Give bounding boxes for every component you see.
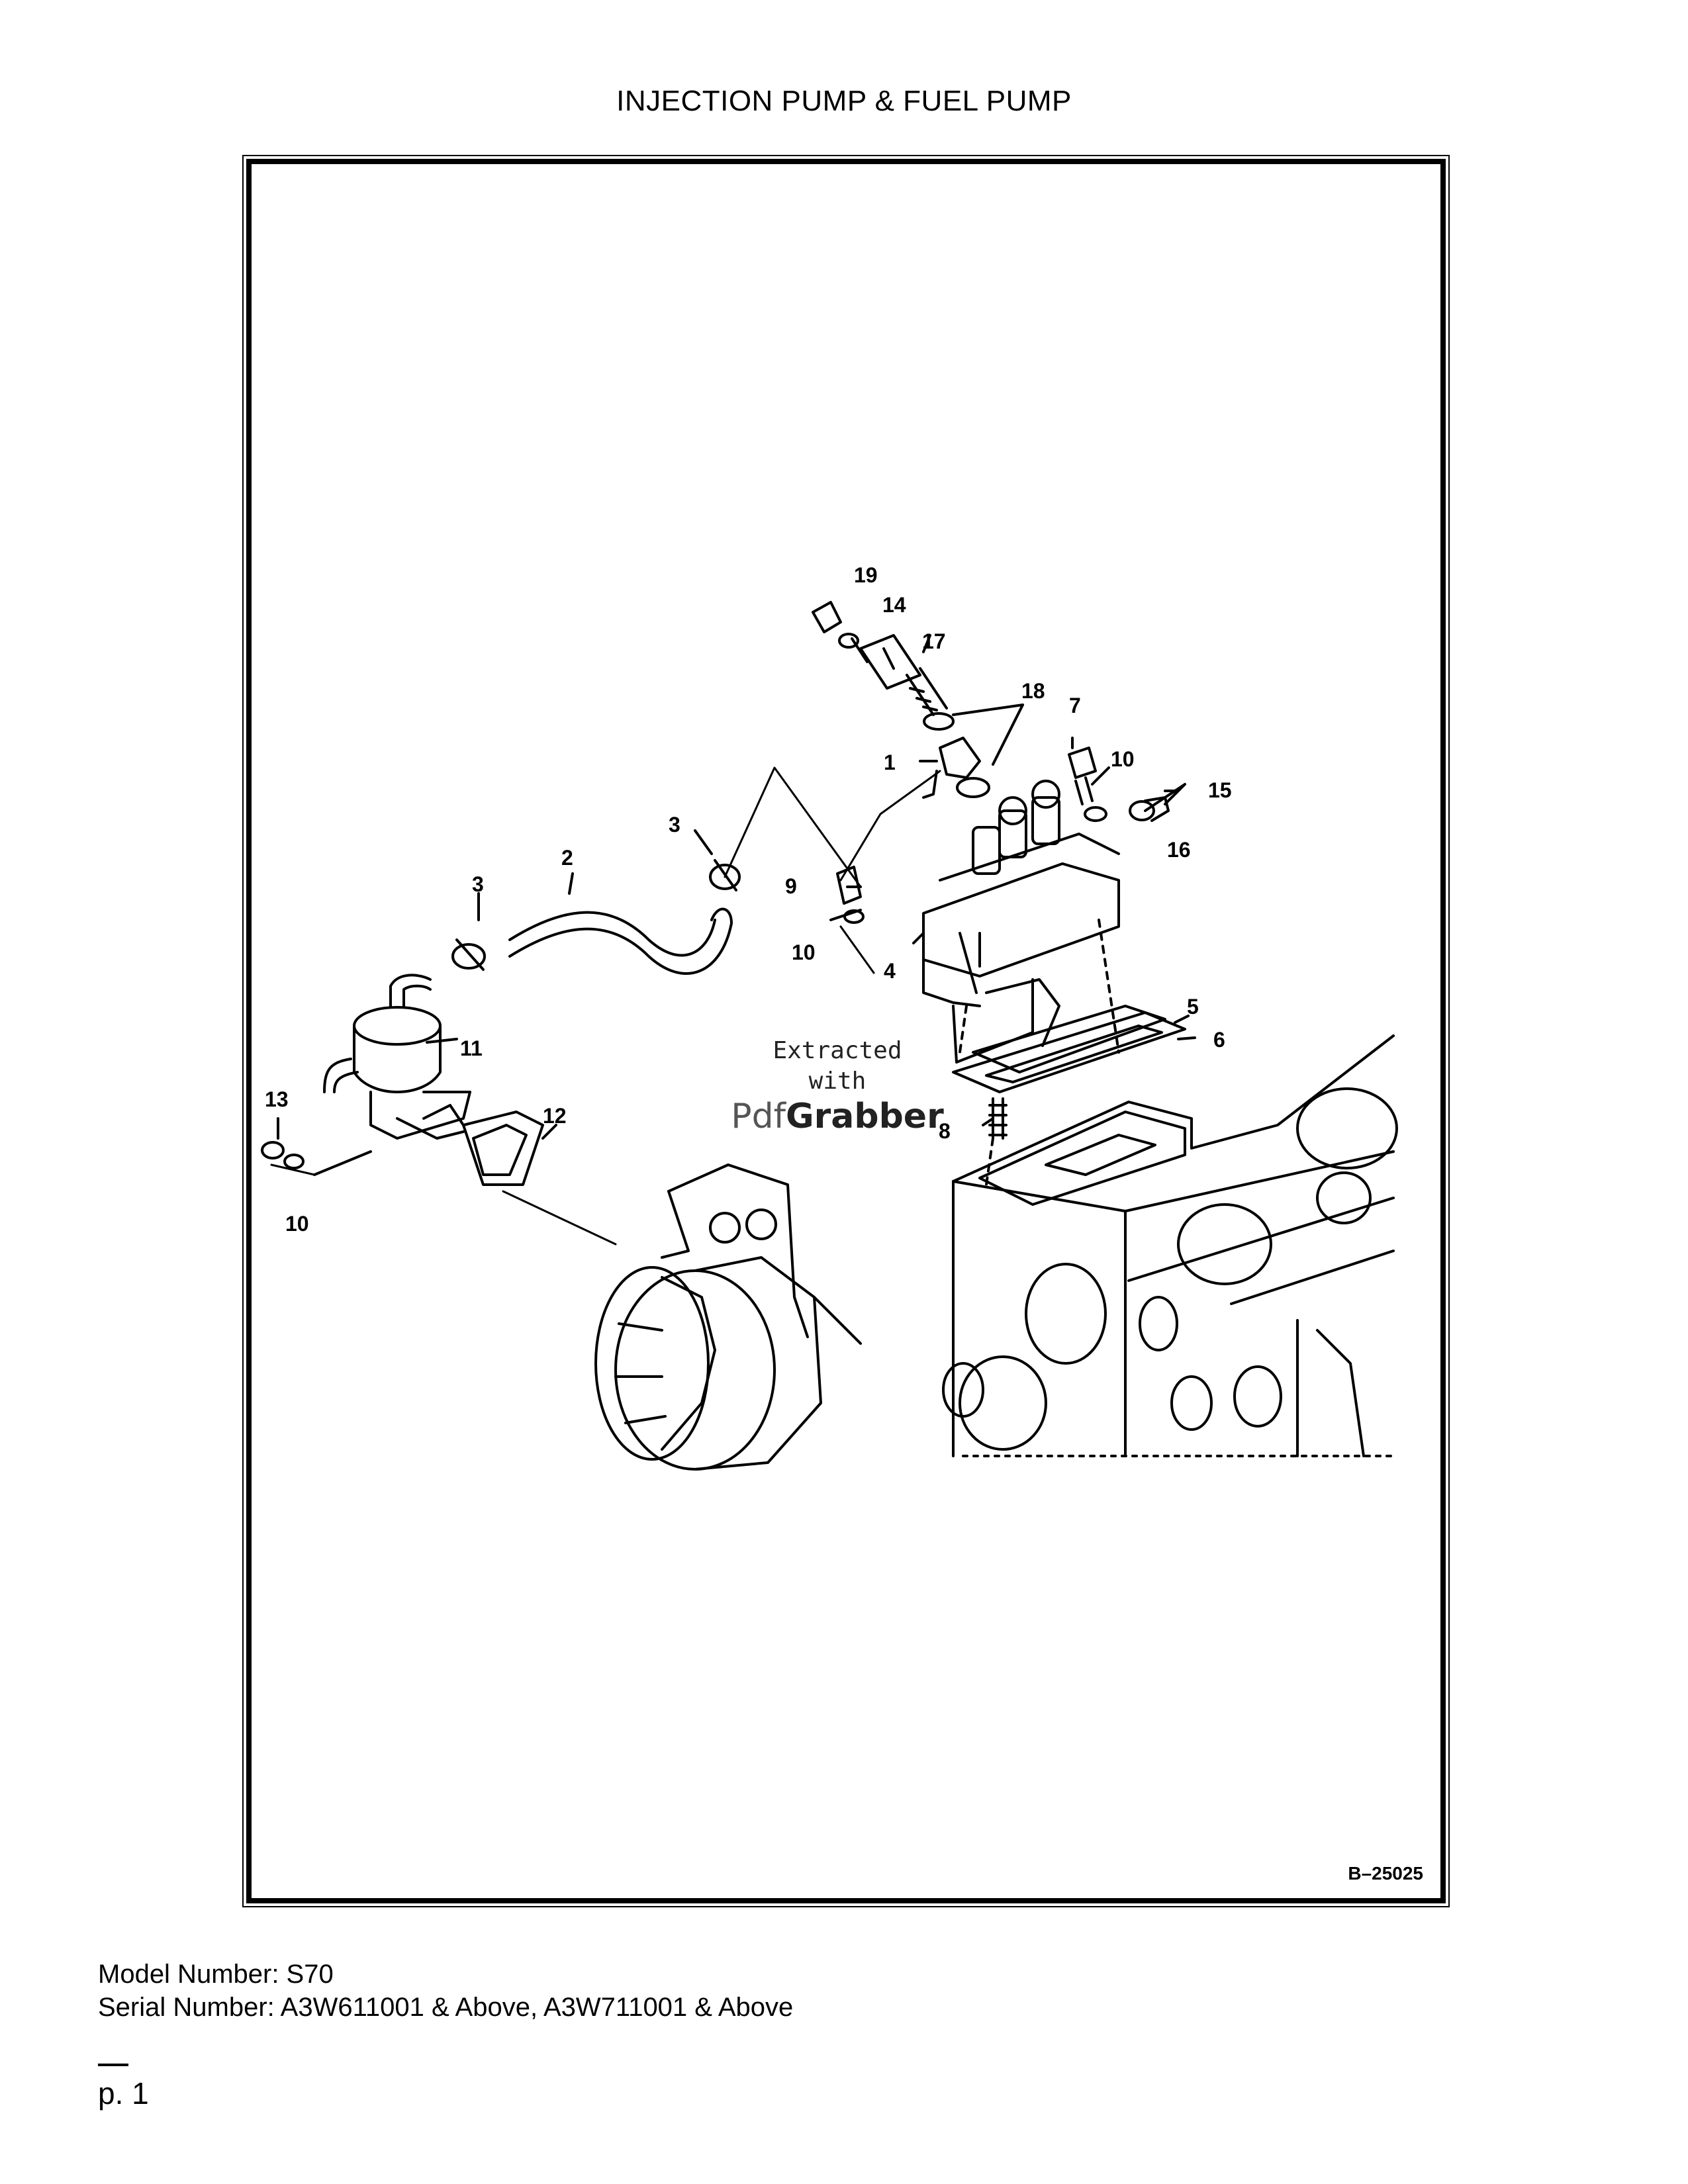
callout-17: 17 <box>922 629 946 653</box>
callout-1: 1 <box>884 751 896 774</box>
callout-labels: 1 2 3 3 4 5 6 7 8 9 10 10 10 11 12 13 14… <box>265 563 1232 1236</box>
callout-3-upper: 3 <box>669 813 680 837</box>
callout-leaders <box>277 634 1196 1140</box>
callout-6: 6 <box>1213 1028 1225 1052</box>
callout-2: 2 <box>561 846 573 870</box>
callout-3-lower: 3 <box>472 872 484 896</box>
figure-id: B–25025 <box>1348 1863 1423 1884</box>
callout-9: 9 <box>785 874 797 898</box>
watermark-brand: PdfGrabber <box>731 1097 944 1136</box>
fuel-pump-fasteners <box>261 1141 372 1176</box>
diagram-frame <box>242 155 1450 1907</box>
callout-19: 19 <box>854 563 878 587</box>
page-number: p. 1 <box>98 2076 149 2111</box>
callout-16: 16 <box>1167 838 1191 862</box>
callout-5: 5 <box>1187 995 1199 1019</box>
callout-14: 14 <box>882 593 906 617</box>
callout-13: 13 <box>265 1087 289 1111</box>
reference-lines <box>270 766 941 1246</box>
callout-12: 12 <box>543 1104 567 1128</box>
watermark-line-1: Extracted <box>773 1037 902 1064</box>
callout-18: 18 <box>1021 679 1045 703</box>
page-number-rule <box>98 2064 128 2066</box>
watermark-line-2: with <box>808 1068 867 1095</box>
gear-housing <box>594 1163 862 1471</box>
injection-pump <box>922 780 1120 1186</box>
model-info: Model Number: S70 Serial Number: A3W6110… <box>98 1958 793 2024</box>
model-number: Model Number: S70 <box>98 1960 334 1989</box>
fuel-pump <box>323 974 544 1186</box>
callout-8: 8 <box>939 1119 951 1143</box>
callout-10-fuel-pump: 10 <box>285 1212 309 1236</box>
callout-10-pump: 10 <box>1111 747 1135 771</box>
watermark: Extracted with PdfGrabber <box>728 1036 947 1136</box>
page-title: INJECTION PUMP & FUEL PUMP <box>616 85 1072 117</box>
callout-7: 7 <box>1069 694 1081 717</box>
serial-number: Serial Number: A3W611001 & Above, A3W711… <box>98 1993 794 2022</box>
callout-11: 11 <box>460 1036 483 1060</box>
callout-15: 15 <box>1208 778 1232 802</box>
callout-10-left: 10 <box>792 940 816 964</box>
fuel-hose <box>451 859 741 975</box>
pump-gaskets <box>952 1005 1186 1093</box>
callout-4: 4 <box>884 959 896 983</box>
engine-block <box>942 1034 1398 1457</box>
